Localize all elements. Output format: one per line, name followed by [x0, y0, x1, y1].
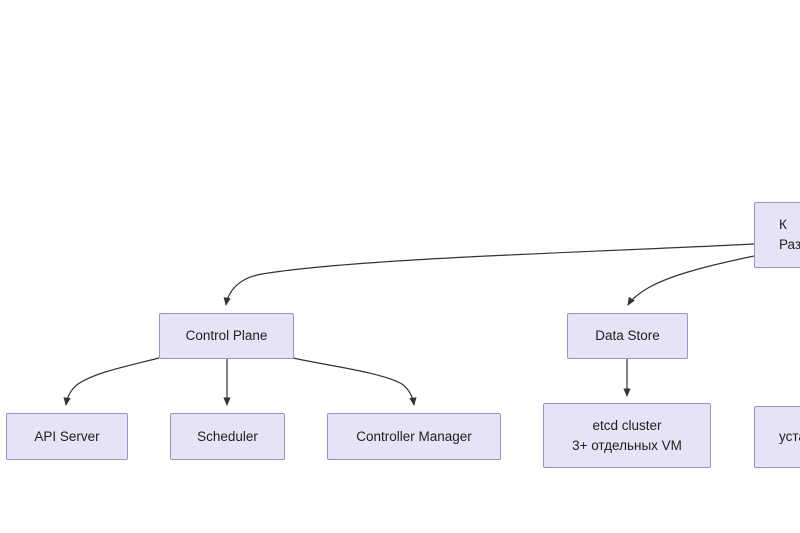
node-data-store-label: Data Store — [595, 328, 660, 343]
node-scheduler-label: Scheduler — [197, 428, 258, 444]
edge-root-to-data-store — [627, 255, 755, 306]
node-root-line2: Раз — [779, 237, 800, 252]
node-etcd-cluster[interactable]: etcd cluster 3+ отдельных VM — [543, 403, 711, 468]
edge-root-to-control-plane — [223, 243, 755, 306]
node-etcd-cluster-line1: etcd cluster — [592, 417, 662, 433]
node-root[interactable]: К Раз — [754, 202, 800, 268]
node-install-label: уста — [779, 429, 800, 444]
edge-control-plane-to-controller-manager — [292, 357, 417, 406]
node-root-line1: К — [779, 217, 787, 232]
node-api-server-label: API Server — [34, 428, 100, 444]
node-api-server[interactable]: API Server — [6, 413, 128, 460]
node-install[interactable]: уста — [754, 406, 800, 468]
node-scheduler[interactable]: Scheduler — [170, 413, 285, 460]
node-controller-manager-label: Controller Manager — [356, 428, 472, 444]
node-etcd-cluster-line2: 3+ отдельных VM — [572, 437, 682, 453]
node-control-plane[interactable]: Control Plane — [159, 313, 294, 359]
node-control-plane-label: Control Plane — [185, 328, 268, 343]
node-controller-manager[interactable]: Controller Manager — [327, 413, 501, 460]
edge-control-plane-to-api-server — [63, 357, 160, 406]
node-data-store[interactable]: Data Store — [567, 313, 688, 359]
